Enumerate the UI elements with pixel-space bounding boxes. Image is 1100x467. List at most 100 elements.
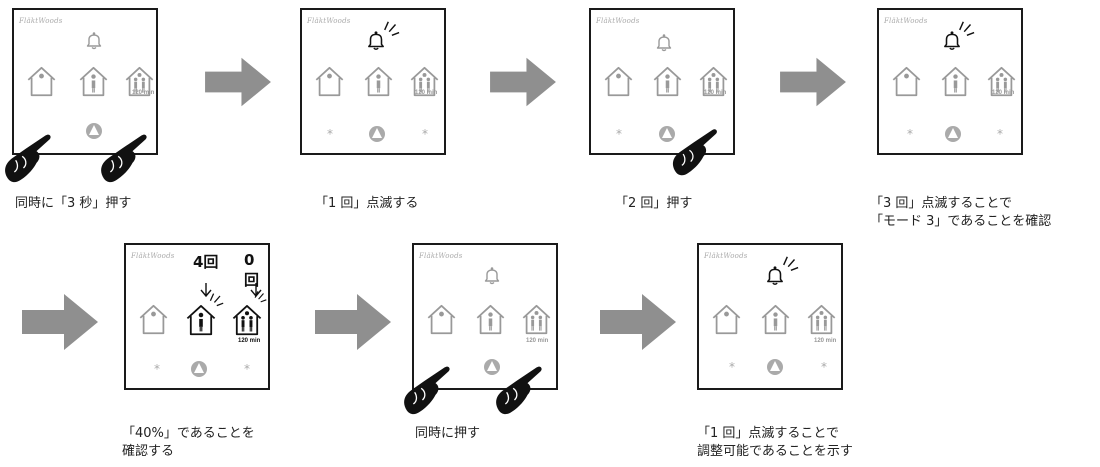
triangle-icon [770, 361, 780, 371]
panel-icons: * * [712, 256, 836, 375]
brand-logo: FläktWoods [307, 17, 351, 25]
caption-line: 「2 回」押す [615, 196, 693, 211]
arrow-right-icon [780, 57, 846, 107]
caption-step-5: 「40%」であることを 確認する [122, 425, 255, 461]
triangle-icon [372, 128, 382, 138]
minutes-label: 120 min [238, 338, 261, 344]
panel-step-3: FläktWoods * 120 min [589, 8, 735, 155]
house-one-person-icon [476, 304, 505, 335]
caption-step-4: 「3 回」点滅することで 「モード 3」であることを確認 [870, 195, 1051, 231]
house-empty-icon [712, 304, 741, 335]
brand-logo: FläktWoods [704, 252, 748, 260]
panel-icons: * [604, 33, 728, 142]
asterisk-icon[interactable]: * [327, 127, 333, 141]
triangle-icon [487, 361, 497, 371]
minutes-label: 120 min [526, 338, 549, 344]
asterisk-icon[interactable]: * [729, 360, 735, 374]
hand-pointer-icon [672, 128, 718, 176]
minutes-label: 120 min [704, 90, 727, 96]
asterisk-icon[interactable]: * [997, 127, 1003, 141]
down-arrow-icon [200, 283, 212, 298]
asterisk-icon[interactable]: * [244, 362, 250, 376]
caption-line: 調整可能であることを示す [697, 444, 853, 459]
caption-step-2: 「1 回」点滅する [315, 195, 418, 213]
blink-rays-icon [254, 290, 267, 303]
blink-rays-icon [782, 256, 799, 272]
hand-pointer-icon [495, 365, 543, 415]
brand-logo: FläktWoods [419, 252, 463, 260]
panel-icons [427, 266, 551, 375]
caption-step-3: 「2 回」押す [615, 195, 692, 213]
house-empty-icon [315, 66, 344, 97]
panel-step-4: FläktWoods * * 120 min [877, 8, 1023, 155]
asterisk-icon[interactable]: * [907, 127, 913, 141]
panel-step-6: FläktWoods 120 min [412, 243, 558, 390]
house-one-person-icon [941, 66, 970, 97]
caption-line: 「モード 3」であることを確認 [870, 214, 1052, 229]
blink-rays-icon [958, 21, 975, 37]
triangle-icon [194, 363, 204, 373]
panel-icons [27, 31, 154, 139]
bell-icon [86, 31, 102, 50]
triangle-icon [662, 128, 672, 138]
minutes-label: 120 min [992, 90, 1015, 96]
house-one-person-icon [186, 304, 216, 336]
house-one-person-icon [364, 66, 393, 97]
bell-icon [767, 265, 783, 286]
caption-step-7: 「1 回」点滅することで 調整可能であることを示す [697, 425, 853, 461]
panel-step-2: FläktWoods * * 120 min [300, 8, 446, 155]
house-empty-icon [27, 66, 56, 97]
house-one-person-icon [79, 66, 108, 97]
arrow-right-icon [205, 57, 271, 107]
asterisk-icon[interactable]: * [154, 362, 160, 376]
arrow-right-icon [315, 294, 391, 350]
house-empty-icon [427, 304, 456, 335]
caption-line: 「1 回」点滅する [315, 196, 419, 211]
press-count-2: 0回 [244, 251, 260, 289]
hand-pointer-icon [403, 365, 451, 415]
arrow-right-icon [600, 294, 676, 350]
caption-step-1: 同時に「3 秒」押す [15, 195, 131, 213]
house-empty-icon [892, 66, 921, 97]
house-empty-icon [604, 66, 633, 97]
panel-step-5: FläktWoods 4回 0回 * * 120 min [124, 243, 270, 390]
bell-icon [484, 266, 500, 285]
caption-line: 同時に「3 秒」押す [15, 196, 132, 211]
caption-line: 確認する [122, 444, 175, 459]
panel-icons: * * [892, 21, 1016, 142]
asterisk-icon[interactable]: * [616, 127, 622, 141]
panel-step-1: FläktWoods 120 min [12, 8, 158, 155]
hand-pointer-icon [4, 133, 52, 183]
panel-icons: * * [315, 21, 439, 142]
blink-rays-icon [209, 292, 224, 307]
hand-pointer-icon [100, 133, 148, 183]
brand-logo: FläktWoods [596, 17, 640, 25]
house-one-person-icon [653, 66, 682, 97]
brand-logo: FläktWoods [131, 252, 175, 260]
house-two-persons-icon [232, 304, 262, 336]
down-arrow-icon [250, 283, 262, 298]
asterisk-icon[interactable]: * [422, 127, 428, 141]
asterisk-icon[interactable]: * [821, 360, 827, 374]
house-empty-icon [139, 304, 168, 335]
house-two-persons-icon [522, 304, 551, 335]
triangle-icon [89, 125, 99, 135]
minutes-label: 120 min [814, 338, 837, 344]
press-count-1: 4回 [193, 253, 219, 271]
arrow-right-icon [490, 57, 556, 107]
bell-icon [368, 30, 384, 51]
caption-line: 「3 回」点滅することで [870, 196, 1013, 211]
bell-icon [656, 33, 672, 52]
house-two-persons-icon [807, 304, 836, 335]
house-one-person-icon [761, 304, 790, 335]
bell-icon [944, 30, 960, 51]
caption-line: 同時に押す [415, 426, 481, 441]
panel-icons: * * [139, 283, 267, 377]
blink-rays-icon [383, 21, 400, 37]
brand-logo: FläktWoods [884, 17, 928, 25]
minutes-label: 120 min [415, 90, 438, 96]
arrow-right-icon [22, 294, 98, 350]
caption-line: 「40%」であることを [122, 426, 255, 441]
caption-step-6: 同時に押す [415, 425, 480, 443]
panel-step-7: FläktWoods * * 120 min [697, 243, 843, 390]
